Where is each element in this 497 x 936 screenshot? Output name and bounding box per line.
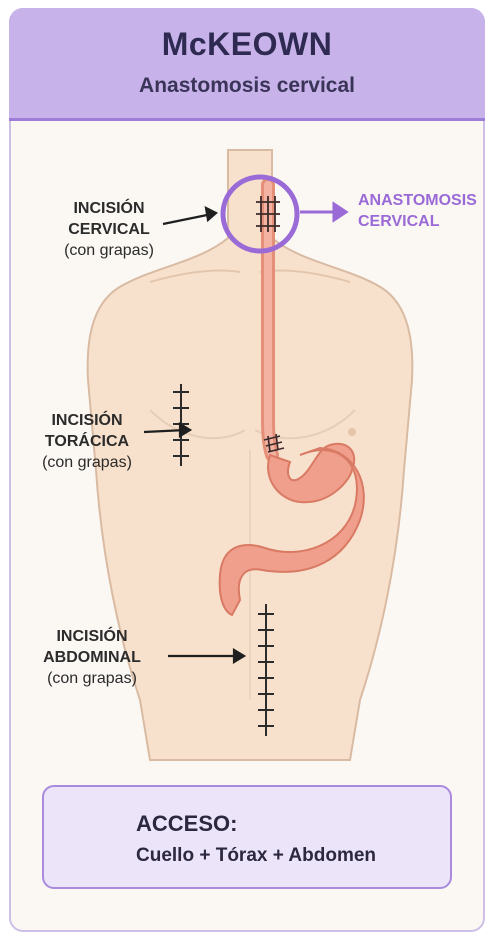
cervical-staples xyxy=(256,196,280,232)
label-cervical-incision: INCISIÓN CERVICAL (con grapas) xyxy=(36,198,182,261)
nipple-right xyxy=(348,428,356,436)
label-anastomosis-cervical: ANASTOMOSIS CERVICAL xyxy=(358,190,477,232)
access-title: ACCESO: xyxy=(136,811,237,837)
anastomosis-arrow xyxy=(300,204,346,220)
access-text: Cuello + Tórax + Abdomen xyxy=(136,845,376,867)
access-summary-box: ACCESO: Cuello + Tórax + Abdomen xyxy=(42,785,452,889)
label-thoracic-incision: INCISIÓN TORÁCICA (con grapas) xyxy=(22,410,152,473)
label-abdominal-incision: INCISIÓN ABDOMINAL (con grapas) xyxy=(22,626,162,689)
